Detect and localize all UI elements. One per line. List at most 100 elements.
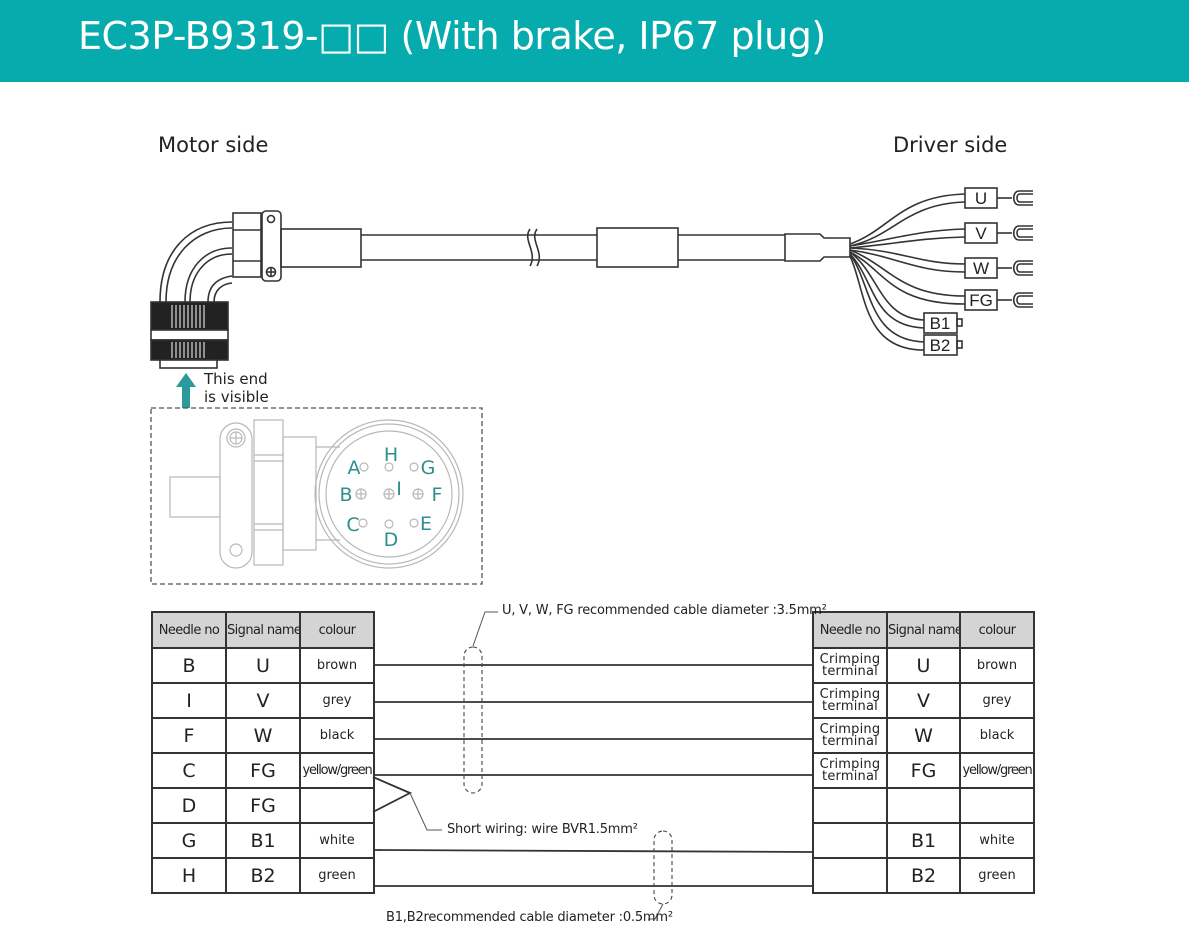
pin-label-c: C (346, 514, 359, 536)
needle-cell (812, 857, 888, 894)
connector-face (169, 419, 464, 569)
table-header-row: Needle no Signal name colour (812, 611, 1035, 649)
colour-cell: brown (299, 647, 375, 684)
header-banner: EC3P-B9319-□□ (With brake, IP67 plug) (0, 0, 1189, 82)
power-note-leader (472, 611, 498, 647)
pin-label-f: F (432, 484, 443, 506)
colour-cell: black (959, 717, 1035, 754)
needle-cell: F (151, 717, 227, 754)
terminal-v (964, 222, 1033, 244)
needle-cell: Crimping terminal (812, 647, 888, 684)
needle-cell: Crimping terminal (812, 752, 888, 789)
power-cable-bundle-marker (463, 646, 483, 794)
header-colour: colour (959, 611, 1035, 649)
elbow-connector (150, 210, 282, 369)
table-row (812, 787, 1035, 824)
table-row: I V grey (151, 682, 375, 719)
signal-cell: W (886, 717, 961, 754)
pin-label-h: H (384, 444, 398, 466)
driver-side-label: Driver side (893, 133, 1008, 157)
signal-cell: W (225, 717, 301, 754)
screw-icon (265, 266, 277, 278)
table-row: D FG (151, 787, 375, 824)
visible-end-hint: This end is visible (204, 370, 269, 406)
connector-face-frame (150, 407, 483, 585)
short-wiring-note: Short wiring: wire BVR1.5mm² (447, 822, 638, 837)
terminal-label-fg: FG (969, 291, 993, 310)
fan-out-wires (849, 193, 966, 351)
header-signal-name: Signal name (225, 611, 301, 649)
colour-cell: brown (959, 647, 1035, 684)
table-row: H B2 green (151, 857, 375, 894)
table-row: Crimping terminal FG yellow/green (812, 752, 1035, 789)
needle-cell: G (151, 822, 227, 859)
signal-cell: U (886, 647, 961, 684)
terminal-label-b2: B2 (930, 336, 951, 355)
knurl-lines (171, 305, 205, 358)
table-row: B U brown (151, 647, 375, 684)
header-colour: colour (299, 611, 375, 649)
page-title: EC3P-B9319-□□ (With brake, IP67 plug) (78, 14, 826, 58)
needle-cell: D (151, 787, 227, 824)
terminal-label-w: W (973, 259, 989, 278)
pin-label-g: G (421, 457, 436, 479)
pin-label-a: A (348, 457, 361, 479)
signal-cell: V (225, 682, 301, 719)
signal-cell: U (225, 647, 301, 684)
needle-cell: C (151, 752, 227, 789)
motor-side-label: Motor side (158, 133, 269, 157)
header-needle-no: Needle no (151, 611, 227, 649)
motor-pin-table: Needle no Signal name colour B U brown I… (151, 611, 375, 894)
table-row: Crimping terminal W black (812, 717, 1035, 754)
header-needle-no: Needle no (812, 611, 888, 649)
colour-cell: green (959, 857, 1035, 894)
table-row: C FG yellow/green (151, 752, 375, 789)
signal-cell: B1 (886, 822, 961, 859)
driver-pin-table: Needle no Signal name colour Crimping te… (812, 611, 1035, 894)
signal-cell: B2 (886, 857, 961, 894)
needle-cell (812, 822, 888, 859)
short-wiring-note-leader (409, 792, 442, 831)
colour-cell (959, 787, 1035, 824)
table-row: G B1 white (151, 822, 375, 859)
needle-cell (812, 787, 888, 824)
signal-cell: FG (886, 752, 961, 789)
colour-cell: grey (959, 682, 1035, 719)
signal-cell: FG (225, 787, 301, 824)
wiring-lines (372, 664, 813, 887)
terminal-label-b1: B1 (930, 314, 951, 333)
colour-cell: white (299, 822, 375, 859)
brake-note-leader (648, 903, 664, 920)
hint-line-1: This end (204, 370, 268, 388)
terminal-b1 (923, 312, 963, 334)
pin-label-b: B (339, 484, 352, 506)
colour-cell: yellow/green (959, 752, 1035, 789)
colour-cell: black (299, 717, 375, 754)
needle-cell: I (151, 682, 227, 719)
table-row: Crimping terminal U brown (812, 647, 1035, 684)
terminal-label-v: V (975, 224, 987, 243)
needle-cell: B (151, 647, 227, 684)
cable-body (280, 227, 851, 268)
pin-label-i: I (396, 478, 402, 500)
table-row: Crimping terminal V grey (812, 682, 1035, 719)
table-row: B1 white (812, 822, 1035, 859)
header-signal-name: Signal name (886, 611, 961, 649)
terminal-fg (964, 289, 1033, 311)
up-arrow-icon (176, 373, 196, 408)
wire-b1 (372, 849, 813, 853)
needle-cell: Crimping terminal (812, 717, 888, 754)
terminal-b2 (923, 334, 963, 356)
colour-cell: green (299, 857, 375, 894)
hint-line-2: is visible (204, 388, 269, 406)
short-wiring-jumper (372, 776, 413, 813)
needle-cell: H (151, 857, 227, 894)
colour-cell: yellow/green (299, 752, 375, 789)
power-cable-note: U, V, W, FG recommended cable diameter :… (502, 603, 827, 618)
colour-cell: white (959, 822, 1035, 859)
colour-cell: grey (299, 682, 375, 719)
table-row: F W black (151, 717, 375, 754)
brake-cable-note: B1,B2recommended cable diameter :0.5mm² (386, 910, 673, 925)
screw-hole-icon (266, 214, 276, 224)
